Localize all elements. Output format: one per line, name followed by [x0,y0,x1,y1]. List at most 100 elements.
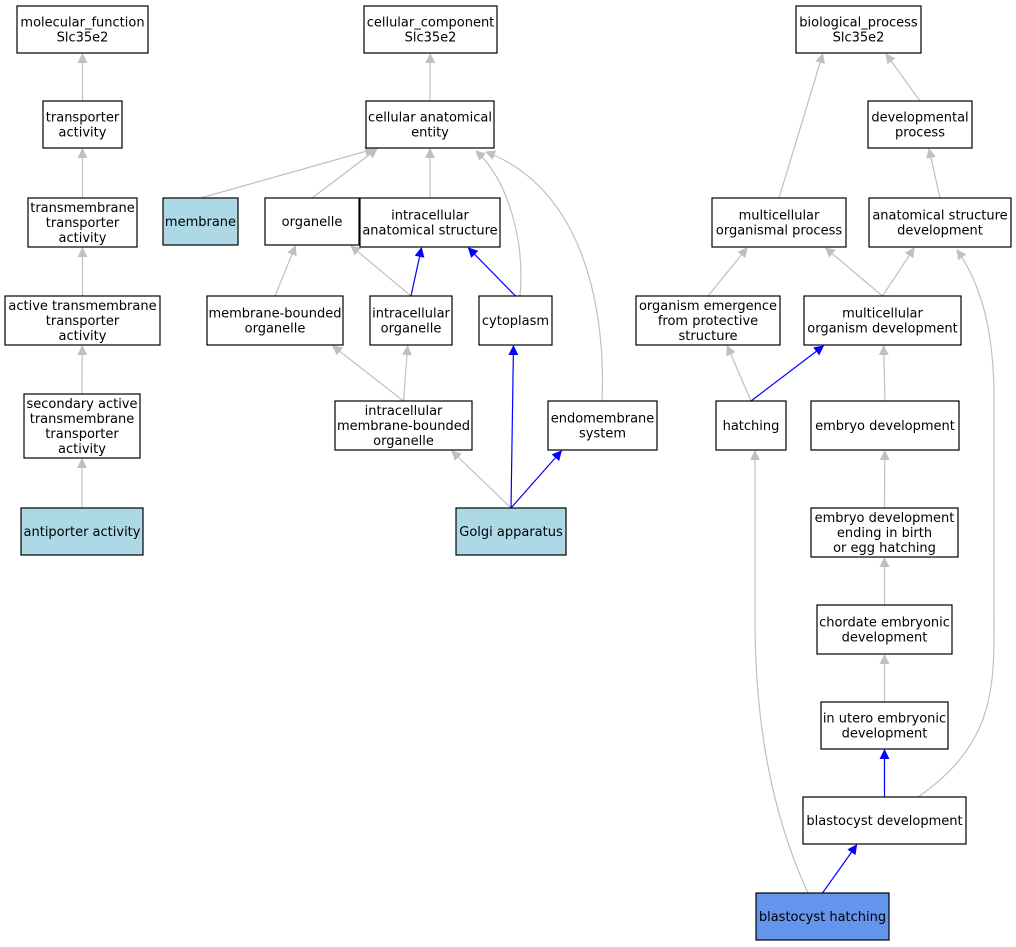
node-box [820,701,949,750]
node-label-line: cytoplasm [482,314,549,329]
node-box [334,400,473,451]
node-label-line: organismal process [716,224,842,239]
node-blasto-hatch[interactable]: blastocyst hatching [755,892,890,941]
node-label-line: Slc35e2 [833,31,885,46]
node-blasto-dev[interactable]: blastocyst development [802,796,967,845]
edge-hatching-to-oe [726,345,752,402]
node-label-line: cellular anatomical [368,111,492,126]
node-golgi[interactable]: Golgi apparatus [455,507,567,556]
node-box [868,197,1012,248]
node-label-line: entity [411,126,449,141]
node-box [369,295,453,346]
node-label-line: transporter [45,427,119,442]
node-label-line: transporter [46,216,120,231]
node-label-line: Golgi apparatus [459,525,563,540]
node-label-line: structure [679,329,738,344]
edge-membrane-to-cae [200,146,375,199]
edge-organelle-to-cae [311,148,378,199]
edge-cytoplasm-to-cae [475,150,522,297]
node-cytoplasm[interactable]: cytoplasm [478,295,553,346]
node-label-line: anatomical structure [362,224,497,239]
node-label-line: intracellular [365,404,443,419]
node-box [867,100,973,149]
node-box [810,507,959,558]
edge-mbo-to-organelle [274,245,297,297]
node-box [42,100,123,149]
node-box [711,197,847,248]
node-label-line: transmembrane [30,201,135,216]
node-box [23,393,141,459]
edge-cytoplasm-to-ias [467,247,516,297]
node-label-line: ending in birth [837,526,932,541]
node-box [455,507,567,556]
node-label-line: secondary active [26,397,137,412]
node-box [16,5,149,54]
node-label-line: intracellular [391,209,469,224]
node-label-line: organelle [282,215,343,230]
node-antiporter[interactable]: antiporter activity [20,507,144,556]
node-label-line: or egg hatching [833,541,936,556]
node-embryo-dev[interactable]: embryo development [810,400,960,451]
node-label-line: development [842,727,928,742]
node-label-line: intracellular [372,307,450,322]
node-label-line: activity [59,231,107,246]
node-label-line: organism emergence [639,299,777,314]
edge-embryo-dev-to-mod [878,345,889,402]
node-label-line: active transmembrane [8,299,156,314]
edge-io-to-organelle [350,245,412,297]
node-label-line: system [579,427,626,442]
edge-oe-to-mop [707,247,748,297]
node-box [802,796,967,845]
edge-endomembrane-to-cae [485,150,604,402]
edge-blasto-hatch-to-blasto-dev [822,844,858,894]
node-secondary-active[interactable]: secondary activetransmembranetransporter… [23,393,141,459]
node-label-line: in utero embryonic [823,712,946,727]
node-layer: molecular_functionSlc35e2transporteracti… [4,5,1012,941]
node-box [27,197,138,248]
node-label-line: transporter [46,314,120,329]
node-box [359,197,501,248]
node-box [162,197,239,246]
edge-mod-to-mop [824,247,883,297]
node-box [715,400,787,451]
edge-blasto-dev-to-asd [917,249,995,798]
node-box [755,892,890,941]
node-label-line: membrane-bounded [337,419,470,434]
node-label-line: chordate embryonic [819,616,950,631]
node-label-line: organelle [245,322,306,337]
node-box [365,100,495,149]
node-hatching[interactable]: hatching [715,400,787,451]
node-label-line: Slc35e2 [57,31,109,46]
node-membrane[interactable]: membrane [162,197,239,246]
edge-golgi-to-cytoplasm [508,345,519,509]
edge-golgi-to-imbo [451,450,512,509]
node-label-line: transmembrane [30,412,135,427]
node-label-line: membrane-bounded [208,307,341,322]
node-organelle[interactable]: organelle [264,197,360,246]
node-label-line: organelle [373,434,434,449]
edge-io-to-ias [410,247,425,297]
node-box [4,295,161,346]
edge-golgi-to-endomembrane [510,450,562,509]
